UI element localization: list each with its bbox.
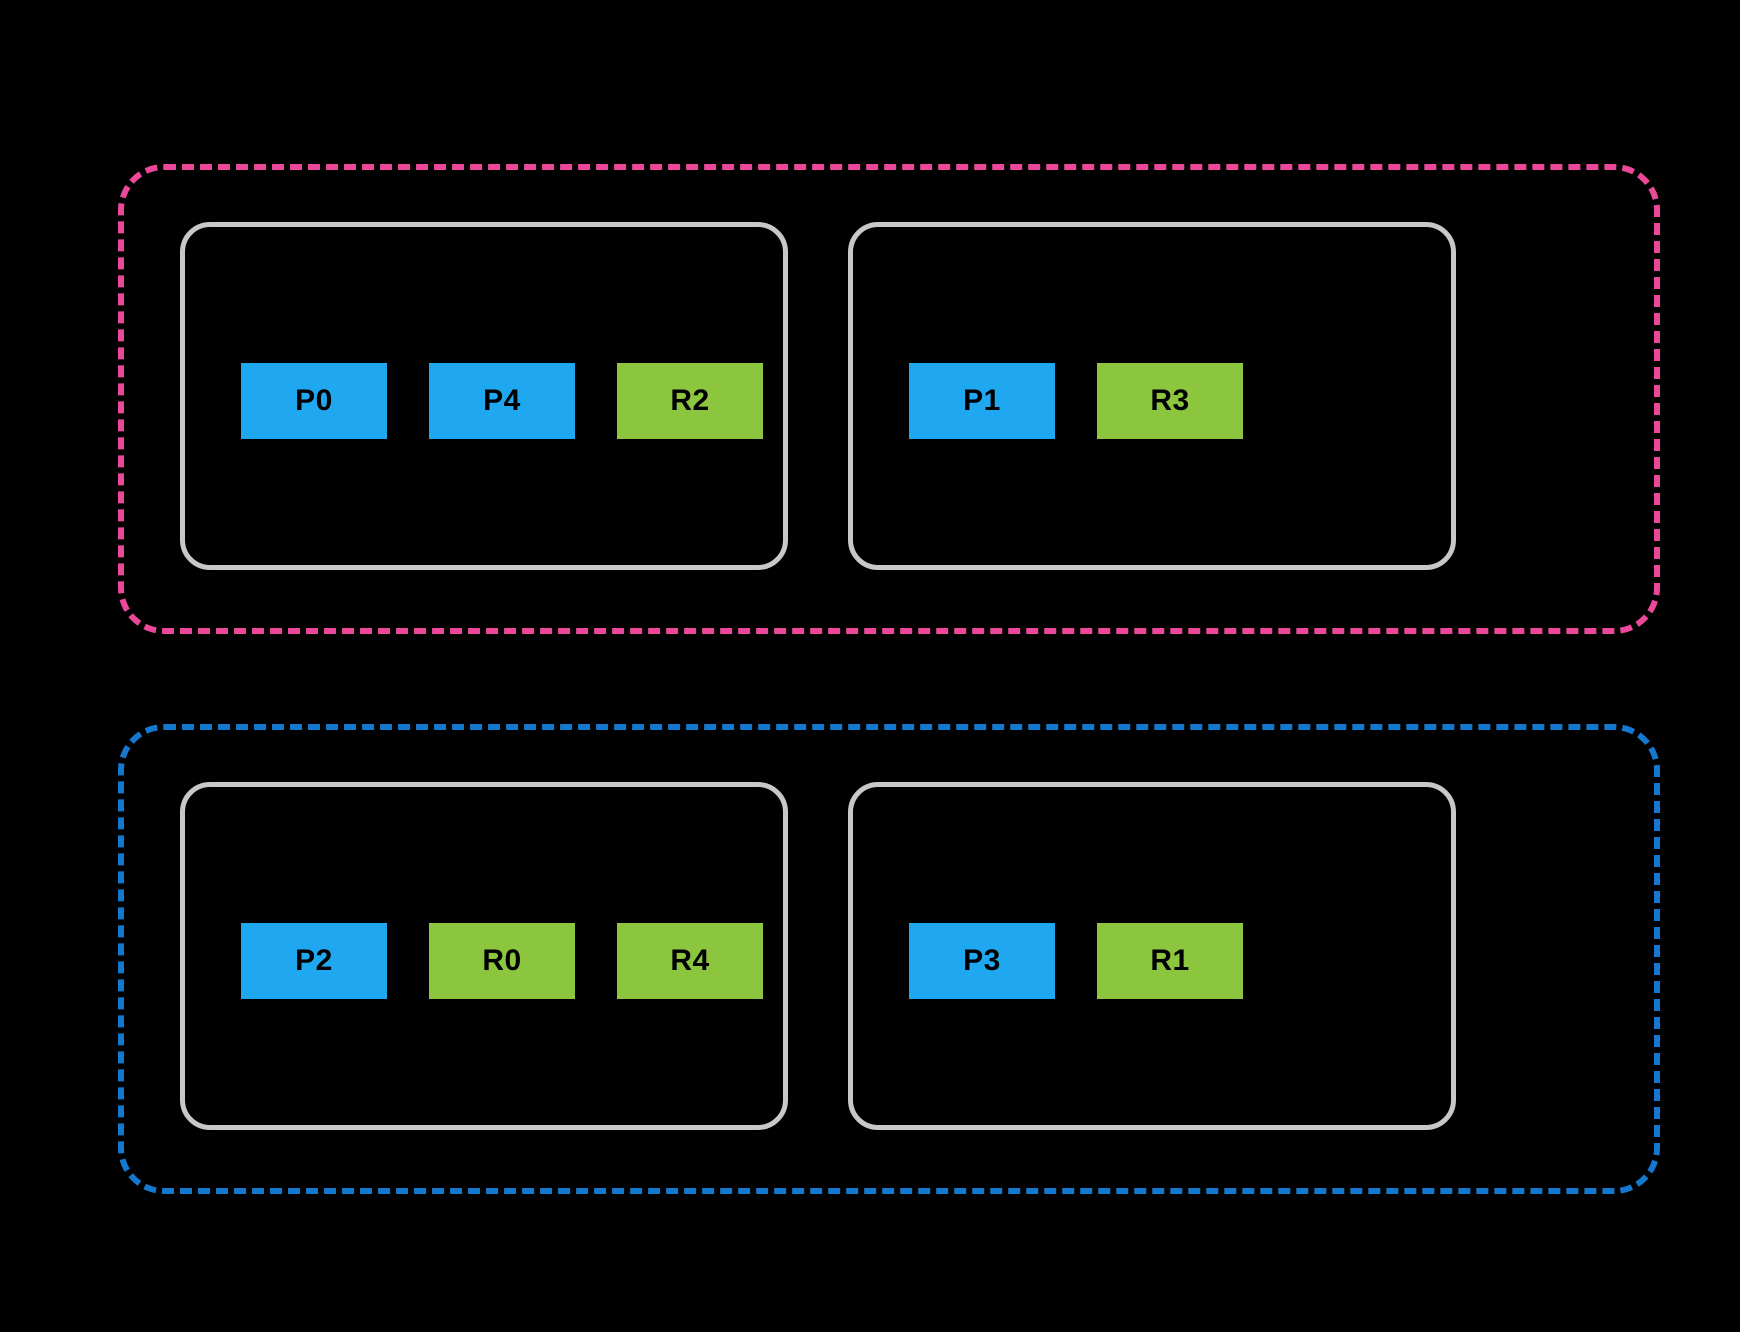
chip-r0[interactable]: R0: [429, 923, 575, 999]
chip-r2[interactable]: R2: [617, 363, 763, 439]
chip-r4[interactable]: R4: [617, 923, 763, 999]
chip-r3[interactable]: R3: [1097, 363, 1243, 439]
rack-1-boundary: [118, 164, 1660, 634]
rack-2-node-2-chips: P3 R1: [909, 923, 1243, 999]
rack-1-node-2: P1 R3: [848, 222, 1456, 570]
rack-2-label: RACK 2: [120, 634, 238, 669]
rack-group-2: RACK 2 P2 R0 R4 P3 R1: [0, 560, 1740, 1240]
chip-p3[interactable]: P3: [909, 923, 1055, 999]
rack-2-node-2: P3 R1: [848, 782, 1456, 1130]
rack-1-node-1: P0 P4 R2: [180, 222, 788, 570]
rack-1-node-2-chips: P1 R3: [909, 363, 1243, 439]
chip-p2[interactable]: P2: [241, 923, 387, 999]
rack-2-node-1-chips: P2 R0 R4: [241, 923, 763, 999]
rack-group-1: RACK 1 P0 P4 R2 P1 R3: [118, 74, 1660, 634]
rack-1-label: RACK 1: [120, 74, 238, 109]
rack-2-node-1: P2 R0 R4: [180, 782, 788, 1130]
chip-r1[interactable]: R1: [1097, 923, 1243, 999]
chip-p4[interactable]: P4: [429, 363, 575, 439]
chip-p0[interactable]: P0: [241, 363, 387, 439]
rack-1-node-1-chips: P0 P4 R2: [241, 363, 763, 439]
chip-p1[interactable]: P1: [909, 363, 1055, 439]
rack-2-boundary: [118, 724, 1660, 1194]
